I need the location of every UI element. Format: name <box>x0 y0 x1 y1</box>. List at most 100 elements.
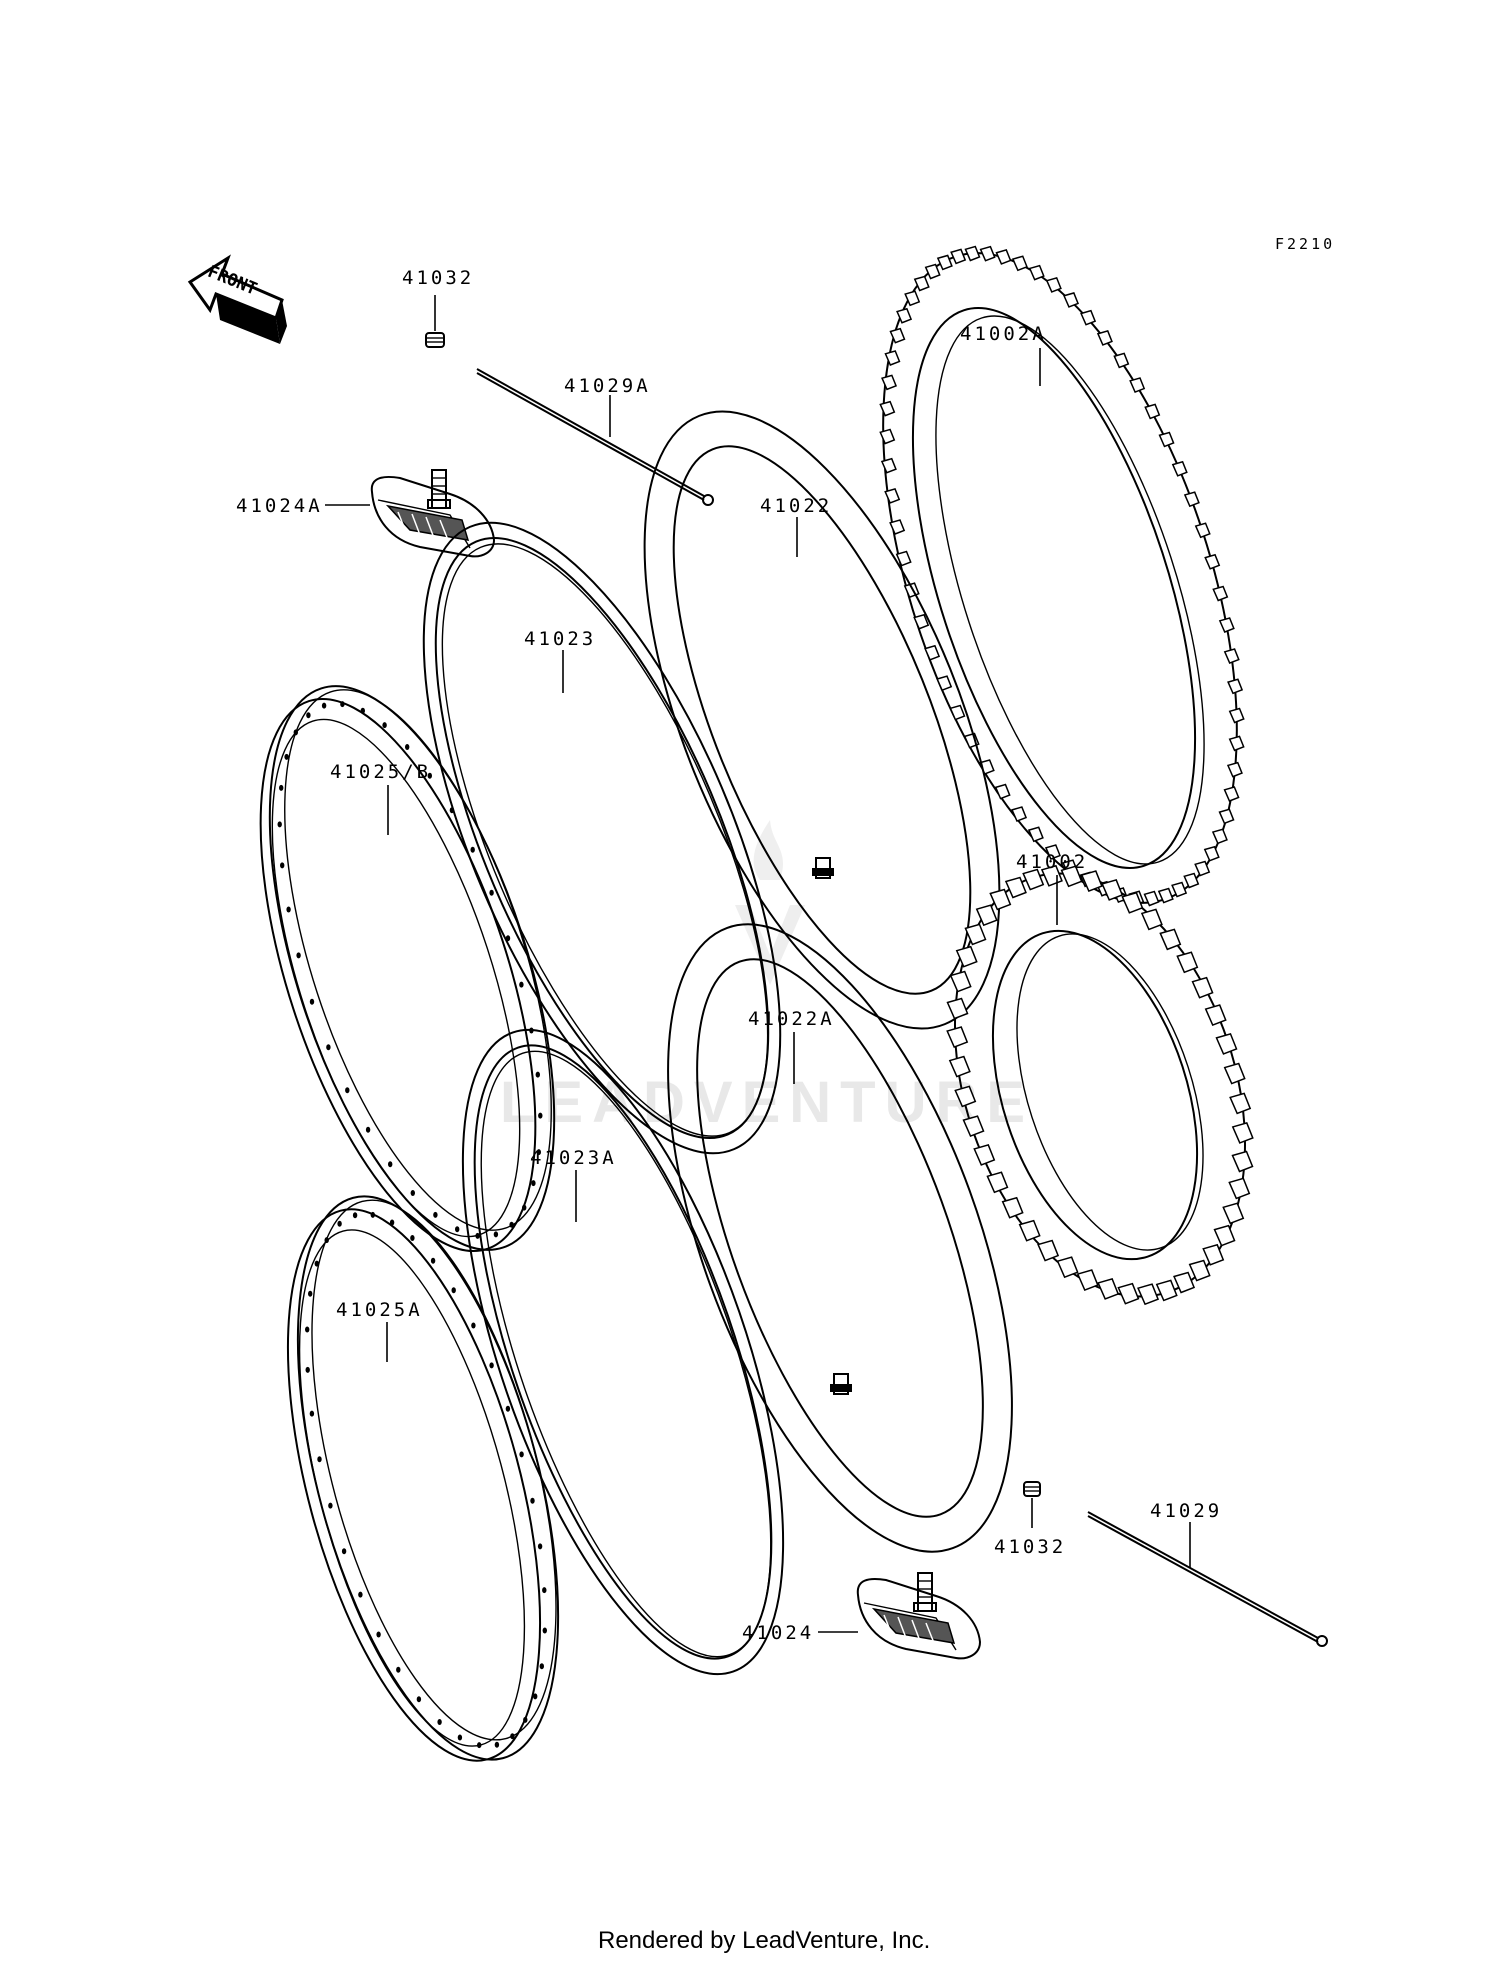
tread-block <box>889 519 906 535</box>
tire-rear: 41002 <box>946 851 1254 1306</box>
tread-block <box>964 245 981 262</box>
spoke-hole <box>416 1696 422 1703</box>
tread-block <box>1159 928 1182 951</box>
tread-block <box>1223 786 1240 802</box>
spoke-hole <box>293 729 298 736</box>
tread-block <box>1222 1202 1245 1225</box>
tread-block <box>946 1026 969 1049</box>
spoke-hole <box>321 702 327 709</box>
tread-block <box>1157 887 1174 904</box>
tread-block <box>936 254 953 271</box>
spoke-hole <box>309 998 315 1005</box>
tube-rear: 41022A <box>667 923 1013 1553</box>
spoke-hole <box>410 1235 415 1241</box>
tread-block <box>962 1115 985 1138</box>
tread-block <box>896 307 913 324</box>
tread-block <box>994 783 1011 800</box>
tread-block <box>946 997 969 1020</box>
tread-block <box>1229 1092 1252 1115</box>
spoke-hole <box>533 1693 538 1700</box>
tread-block <box>1027 826 1044 843</box>
tread-block <box>1231 1150 1254 1173</box>
tread-block <box>955 945 978 968</box>
spoke-hole <box>370 1211 375 1218</box>
tread-block <box>1113 352 1130 369</box>
label-tire-rear: 41002 <box>1016 851 1088 873</box>
label-rim-band-front: 41023 <box>524 628 596 650</box>
spoke-hole <box>376 1631 381 1638</box>
spoke-hole <box>433 1211 438 1218</box>
tread-block <box>1076 1269 1099 1291</box>
tread-block <box>973 1144 996 1166</box>
tread-block <box>1176 951 1199 974</box>
spoke-hole <box>539 1663 544 1670</box>
tread-block <box>995 249 1012 265</box>
spoke-hole <box>522 1204 527 1211</box>
tread-block <box>1223 648 1240 664</box>
label-rim-band-rear: 41023A <box>530 1147 617 1169</box>
spoke-hole <box>324 1237 329 1244</box>
label-tube-front: 41022 <box>760 495 832 517</box>
spoke-hole <box>510 1733 515 1740</box>
spoke-hole <box>317 1456 322 1463</box>
spoke-hole <box>477 1742 482 1749</box>
tread-block <box>904 290 921 307</box>
spoke-hole <box>535 1071 540 1078</box>
tread-block <box>881 374 898 391</box>
label-spoke-set: 41029 <box>1150 1500 1222 1522</box>
tread-block <box>884 488 901 504</box>
tread-block <box>975 904 998 927</box>
spoke-hole <box>449 807 455 814</box>
tread-block <box>1226 761 1243 778</box>
tread-block <box>1211 828 1228 845</box>
spoke-hole <box>279 784 284 791</box>
spoke-hole <box>396 1666 401 1673</box>
tread-block <box>1223 1062 1246 1085</box>
tire-rear-tread <box>946 864 1254 1306</box>
spoke-hole <box>286 906 291 913</box>
spoke-hole <box>308 1290 313 1297</box>
spoke-hole <box>410 1190 415 1196</box>
tread-block <box>964 923 987 946</box>
tread-block <box>879 400 896 417</box>
watermark: LEADVENTURE <box>500 820 1025 1135</box>
tread-block <box>1173 1271 1196 1294</box>
tread-block <box>989 888 1012 911</box>
tread-block <box>913 613 930 630</box>
label-tire-front: 41002A <box>960 323 1047 345</box>
spoke-hole <box>509 1221 514 1228</box>
rim-band-front: 41023 <box>422 521 782 1155</box>
tread-block <box>1096 330 1113 346</box>
tread-block <box>1212 585 1229 602</box>
spoke-hole <box>389 1219 395 1226</box>
tread-block <box>1158 431 1175 448</box>
label-valve-cap-top: 41032 <box>402 267 474 289</box>
label-tube-rear: 41022A <box>748 1008 835 1030</box>
spoke-hole <box>538 1112 543 1119</box>
footer-credit: Rendered by LeadVenture, Inc. <box>598 1927 930 1954</box>
spoke-hole <box>305 1366 310 1373</box>
spoke-hole <box>519 981 524 988</box>
spoke-hole <box>337 1220 342 1227</box>
spoke-hole <box>326 1044 331 1051</box>
label-rim-front: 41025/B <box>330 761 431 783</box>
spoke-hole <box>542 1627 547 1634</box>
spoke-hole <box>328 1502 333 1509</box>
tread-block <box>1228 1177 1251 1200</box>
spoke-hole <box>341 1548 347 1555</box>
tread-block <box>1140 908 1163 931</box>
spoke-hole <box>530 1497 535 1504</box>
figure-code: F2210 <box>1275 235 1335 253</box>
tread-block <box>1183 872 1200 889</box>
spoke-hole <box>309 1410 315 1417</box>
spoke-hole <box>489 889 494 896</box>
tread-block <box>1171 460 1188 477</box>
tread-block <box>1194 860 1211 877</box>
spoke-set: 41029 <box>1087 1500 1328 1647</box>
spoke-hole <box>405 744 410 750</box>
tread-block <box>1121 891 1144 914</box>
tread-block <box>1218 617 1235 633</box>
tube-front: 41022 <box>643 410 1001 1030</box>
tread-block <box>1028 264 1045 281</box>
